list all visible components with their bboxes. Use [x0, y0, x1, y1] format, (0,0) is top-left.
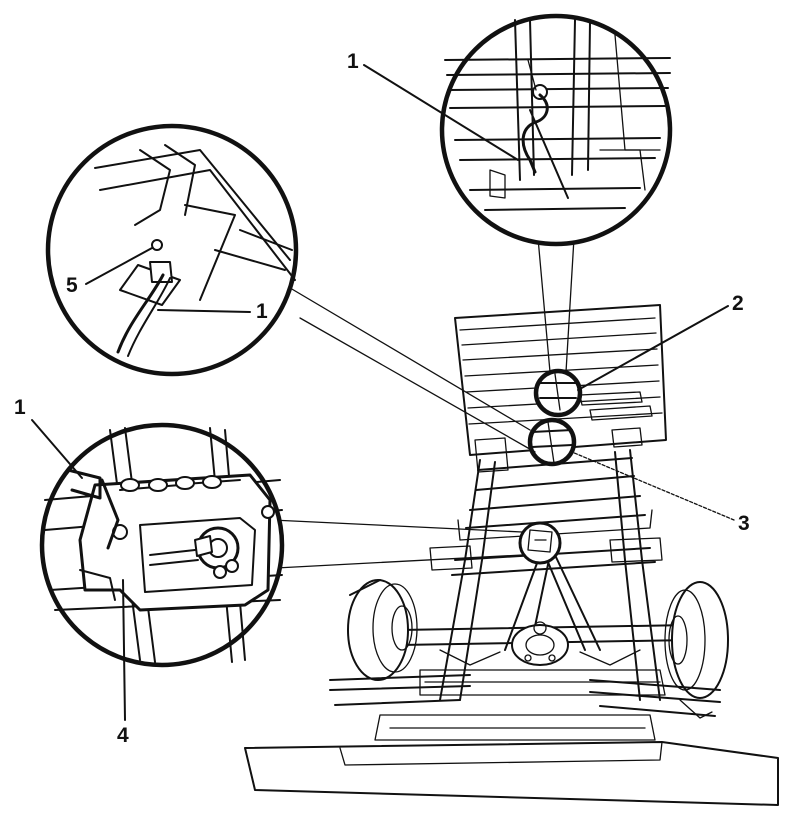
- callout-right-2: 2: [577, 292, 744, 391]
- callout-left-1: 1: [157, 300, 268, 323]
- callout-left-5: 5: [66, 247, 153, 297]
- callout-label: 4: [117, 724, 129, 747]
- callout-label: 3: [738, 512, 750, 535]
- right-rear-wheel: [664, 581, 729, 719]
- callout-label: 2: [732, 292, 744, 315]
- leaf-springs: [329, 669, 721, 717]
- detail-view-left-upper: [45, 123, 299, 377]
- left-rear-wheel: [347, 579, 418, 681]
- callout-label: 1: [347, 50, 359, 73]
- callout-bracket-4: 4: [117, 579, 129, 747]
- rear-bumper: [244, 714, 779, 806]
- rear-axle: [399, 621, 691, 666]
- location-circle-lower: [527, 417, 577, 467]
- callout-right-3: 3: [571, 451, 750, 535]
- location-circle-bracket: [518, 521, 562, 565]
- leader-lines: [271, 237, 575, 569]
- location-circle-upper: [533, 368, 583, 418]
- detail-view-bracket: [39, 422, 285, 668]
- callout-label: 1: [256, 300, 268, 323]
- callout-label: 5: [66, 274, 78, 297]
- callout-label: 1: [14, 396, 26, 419]
- detail-view-top: [439, 13, 673, 247]
- callout-top-1: 1: [347, 50, 519, 161]
- callout-bracket-1: 1: [14, 396, 83, 479]
- chassis-frame: [429, 449, 663, 701]
